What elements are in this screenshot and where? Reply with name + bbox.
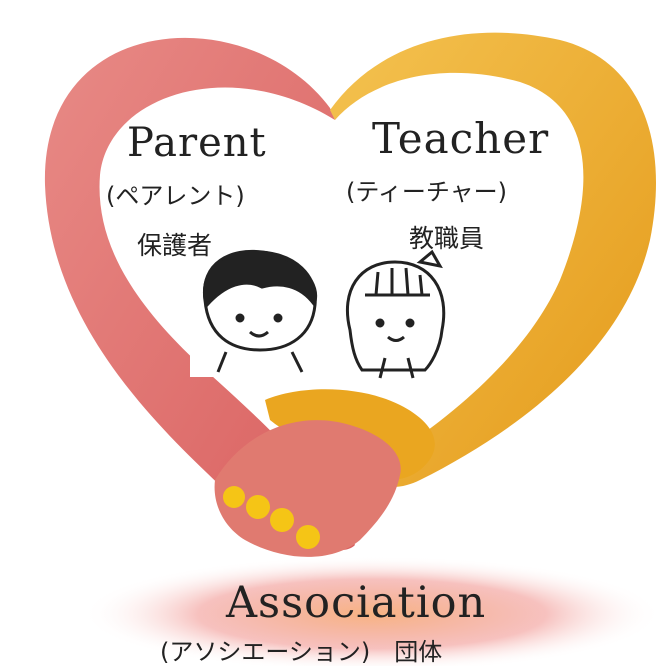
boy-face-icon bbox=[203, 249, 318, 373]
bottom-glow bbox=[82, 556, 662, 666]
red-hand bbox=[214, 420, 401, 557]
teacher-title: Teacher bbox=[372, 114, 550, 163]
parent-title: Parent bbox=[127, 120, 267, 166]
fingertips bbox=[223, 486, 320, 549]
teacher-japanese: 教職員 bbox=[409, 224, 485, 253]
parent-japanese: 保護者 bbox=[137, 231, 213, 260]
association-reading: (アソシエーション) 団体 bbox=[160, 638, 443, 666]
girl-face-icon bbox=[345, 249, 446, 379]
heart-right-arm bbox=[330, 32, 656, 487]
association-title: Association bbox=[226, 578, 487, 628]
parent-reading: (ペアレント) bbox=[106, 182, 245, 210]
teacher-reading: (ティーチャー) bbox=[346, 178, 508, 206]
